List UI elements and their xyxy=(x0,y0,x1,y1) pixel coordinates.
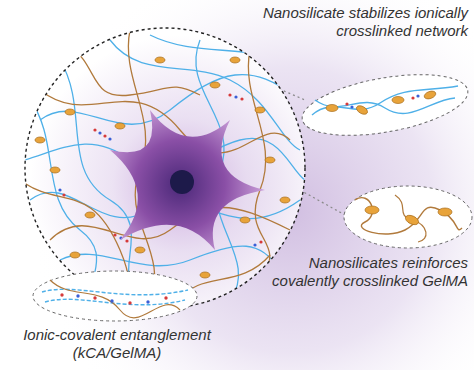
polymer-network xyxy=(20,30,305,305)
annotation-label: Nanosilicate stabilizes ionically crossl… xyxy=(248,4,468,40)
annotation-label: Nanosilicates reinforces covalently cros… xyxy=(256,254,468,290)
callout-entanglement xyxy=(33,271,197,321)
annotation-label: Ionic-covalent entanglement (kCA/GelMA) xyxy=(10,326,224,362)
cell-nucleus xyxy=(170,170,194,194)
callout-ionic-network xyxy=(298,64,473,146)
nanosilicate-discs xyxy=(35,57,290,288)
magnifier-outline xyxy=(25,28,305,308)
callout-covalent-gelma xyxy=(344,186,472,248)
magnified-network xyxy=(25,28,305,308)
cell xyxy=(110,110,265,250)
